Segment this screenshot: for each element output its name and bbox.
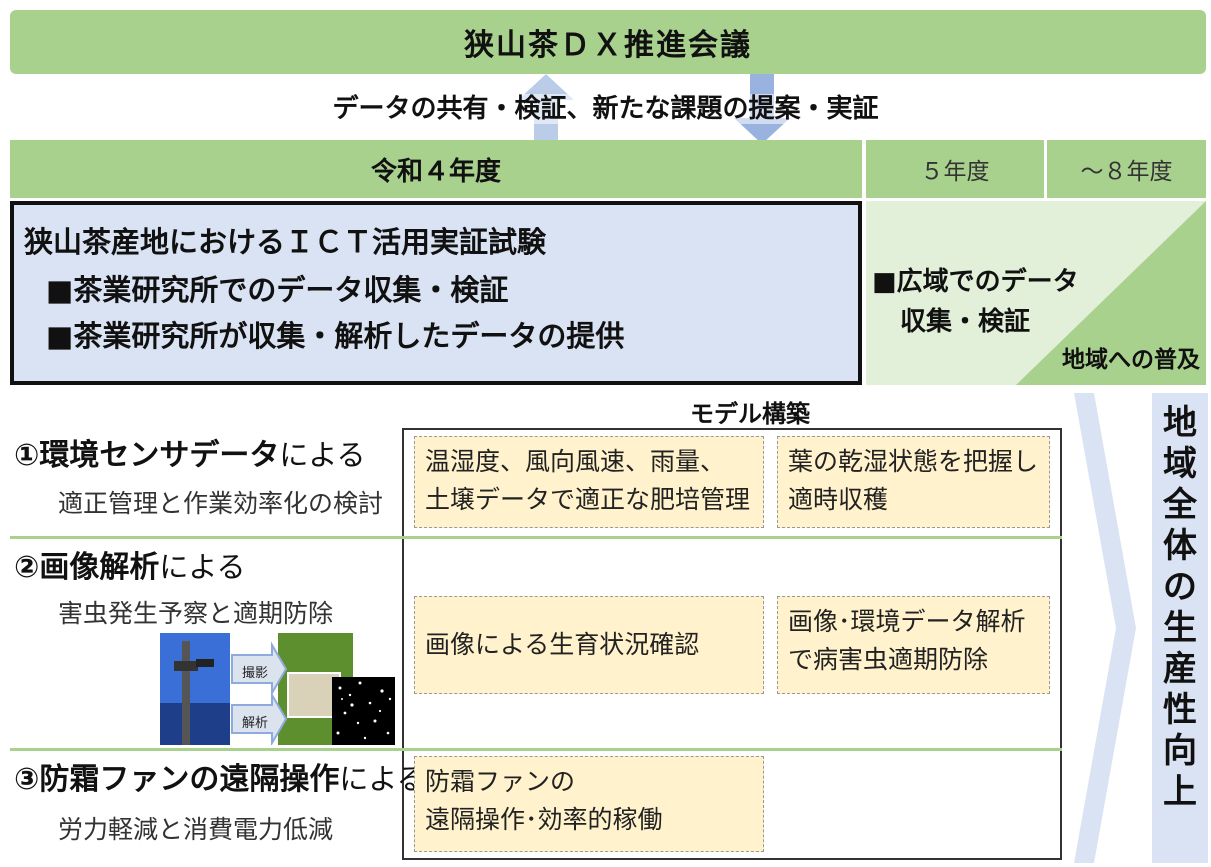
row1-box1-line1: 温湿度、風向風速、雨量、: [425, 447, 726, 476]
row2-sub: 害虫発生予察と適期防除: [58, 599, 334, 628]
sensor-photo: 撮影 解析: [160, 633, 395, 745]
council-banner: 狭山茶ＤＸ推進会議: [10, 10, 1206, 74]
row3-label-rest: による: [339, 762, 426, 796]
row2-label-rest: による: [159, 550, 246, 584]
result-char: 性: [1163, 690, 1197, 730]
wide-area-text: ■広域でのデータ 収集・検証: [872, 262, 1079, 342]
row2-box2-line1: 画像･環境データ解析: [788, 607, 1026, 636]
row1-box2: 葉の乾湿状態を把握し 適時収穫: [777, 436, 1050, 528]
wide-area-diagonal: [866, 201, 1206, 385]
row3-box1-line1: 防霜ファンの: [425, 767, 576, 796]
row-separator: [10, 536, 1062, 539]
subtitle: データの共有・検証、新たな課題の提案・実証: [0, 88, 1211, 125]
wide-line2: 収集・検証: [900, 307, 1031, 337]
ict-item-collect: ■茶業研究所でのデータ収集・検証: [46, 273, 509, 307]
row1-label: ①環境センサデータによる: [14, 437, 366, 474]
row1-sub: 適正管理と作業効率化の検討: [58, 489, 384, 518]
result-char: 域: [1163, 444, 1197, 484]
ict-title: 狭山茶産地におけるＩＣＴ活用実証試験: [24, 225, 547, 259]
council-title: 狭山茶ＤＸ推進会議: [464, 28, 752, 63]
year-r4-header: 令和４年度: [10, 140, 862, 198]
row2-box2-line2: で病害虫適期防除: [788, 645, 989, 674]
result-char: 産: [1163, 649, 1197, 689]
row-separator: [10, 748, 1062, 751]
subtitle-text: データの共有・検証、新たな課題の提案・実証: [326, 94, 885, 124]
result-char: 上: [1163, 772, 1197, 812]
result-char: 全: [1163, 485, 1197, 525]
row1-box2-line1: 葉の乾湿状態を把握し: [788, 447, 1039, 476]
year-5-header: ５年度: [866, 140, 1044, 198]
result-char: の: [1163, 567, 1197, 607]
photo-tag-analyze: 解析: [242, 716, 269, 731]
result-char: 向: [1163, 731, 1197, 771]
wide-line1: ■広域でのデータ: [872, 267, 1079, 297]
photo-tag-capture: 撮影: [242, 666, 269, 681]
row2-label: ②画像解析による: [14, 549, 246, 586]
year-8-label: ～８年度: [1080, 159, 1173, 185]
row1-box1: 温湿度、風向風速、雨量、 土壌データで適正な肥培管理: [414, 436, 764, 528]
big-chevron-arrow: [1074, 393, 1136, 863]
sensor-photo-graphic: [160, 633, 395, 745]
row1-label-rest: による: [279, 438, 366, 472]
spread-text: 地域への普及: [1062, 347, 1200, 373]
result-char: 体: [1163, 526, 1197, 566]
year-5-label: ５年度: [920, 159, 990, 185]
row2-label-bold: ②画像解析: [14, 550, 160, 585]
year-8-header: ～８年度: [1047, 140, 1206, 198]
model-title: モデル構築: [690, 400, 810, 428]
ict-trial-box: 狭山茶産地におけるＩＣＴ活用実証試験 ■茶業研究所でのデータ収集・検証 ■茶業研…: [10, 201, 862, 385]
row3-box1: 防霜ファンの 遠隔操作･効率的稼働: [414, 756, 764, 852]
row3-label: ③防霜ファンの遠隔操作による: [14, 761, 426, 798]
result-vertical: 地 域 全 体 の 生 産 性 向 上: [1152, 393, 1208, 863]
row3-sub: 労力軽減と消費電力低減: [58, 815, 334, 844]
row3-label-bold: ③防霜ファンの遠隔操作: [14, 762, 340, 797]
row1-box2-line2: 適時収穫: [788, 485, 889, 514]
row2-box1-line1: 画像による生育状況確認: [425, 630, 700, 659]
row2-box1: 画像による生育状況確認: [414, 596, 764, 694]
row1-box1-line2: 土壌データで適正な肥培管理: [425, 485, 751, 514]
ict-item-provide: ■茶業研究所が収集・解析したデータの提供: [46, 319, 625, 353]
year-r4-label: 令和４年度: [370, 156, 501, 187]
row2-box2: 画像･環境データ解析 で病害虫適期防除: [777, 596, 1050, 694]
row3-box1-line2: 遠隔操作･効率的稼働: [425, 805, 663, 834]
result-char: 地: [1163, 403, 1197, 443]
row1-label-bold: ①環境センサデータ: [14, 438, 280, 473]
result-char: 生: [1163, 608, 1197, 648]
